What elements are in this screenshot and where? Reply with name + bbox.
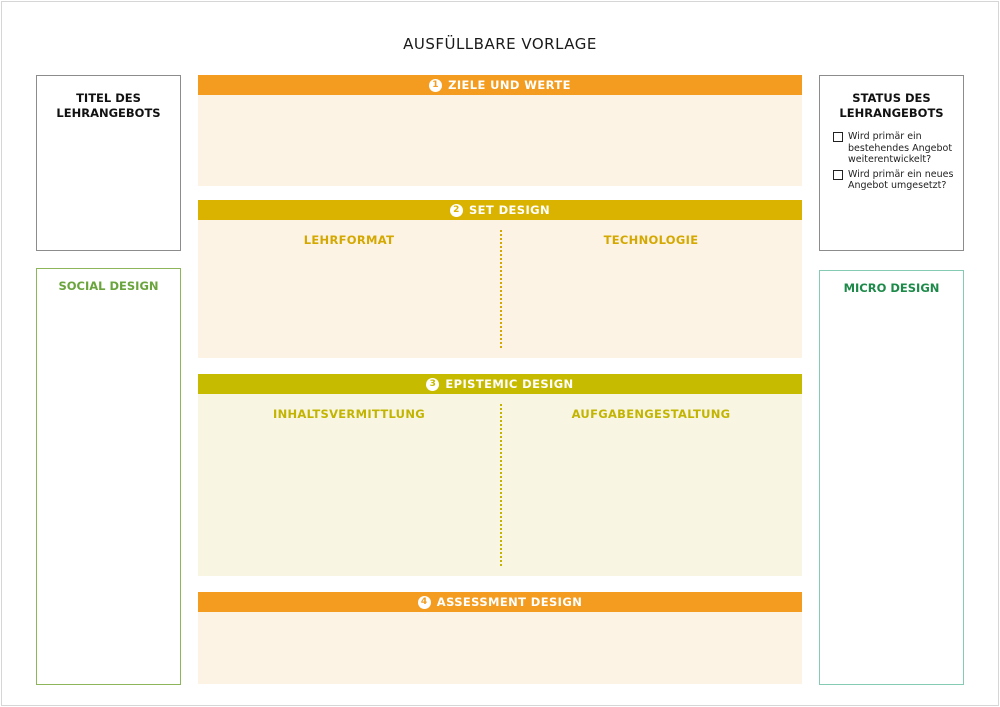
- section-title: ZIELE UND WERTE: [448, 78, 571, 92]
- number-badge-1: 1: [429, 78, 443, 92]
- status-options: Wird primär ein bestehendes Angebot weit…: [820, 131, 963, 192]
- section-header: 1 ZIELE UND WERTE: [198, 75, 802, 95]
- column-label-lehrformat: LEHRFORMAT: [303, 233, 395, 247]
- section-title: EPISTEMIC DESIGN: [445, 377, 574, 391]
- status-option-existing[interactable]: Wird primär ein bestehendes Angebot weit…: [833, 131, 957, 166]
- social-design-heading: SOCIAL DESIGN: [58, 279, 159, 293]
- section-title: ASSESSMENT DESIGN: [436, 595, 583, 609]
- section-body-set-design[interactable]: LEHRFORMAT TECHNOLOGIE: [198, 220, 802, 358]
- number-badge-2: 2: [449, 203, 463, 217]
- section-header: 4 ASSESSMENT DESIGN: [198, 592, 802, 612]
- title-box[interactable]: TITEL DES LEHRANGEBOTS: [36, 75, 181, 251]
- checkbox-existing[interactable]: [833, 132, 843, 142]
- micro-design-heading: MICRO DESIGN: [843, 281, 940, 295]
- status-option-existing-label: Wird primär ein bestehendes Angebot weit…: [848, 131, 953, 165]
- dotted-divider: [500, 404, 502, 566]
- number-badge-4: 4: [417, 595, 431, 609]
- column-label-aufgabengestaltung: AUFGABENGESTALTUNG: [571, 407, 731, 421]
- status-option-new-label: Wird primär ein neues Angebot umgesetzt?: [848, 168, 954, 192]
- section-header: 3 EPISTEMIC DESIGN: [198, 374, 802, 394]
- social-design-box[interactable]: SOCIAL DESIGN: [36, 268, 181, 685]
- title-box-heading: TITEL DES LEHRANGEBOTS: [56, 91, 161, 120]
- section-body-ziele[interactable]: [198, 95, 802, 186]
- section-assessment-design: 4 ASSESSMENT DESIGN: [198, 592, 802, 684]
- section-ziele-und-werte: 1 ZIELE UND WERTE: [198, 75, 802, 186]
- status-option-new[interactable]: Wird primär ein neues Angebot umgesetzt?: [833, 169, 957, 192]
- section-header: 2 SET DESIGN: [198, 200, 802, 220]
- column-label-inhaltsvermittlung: INHALTSVERMITTLUNG: [273, 407, 425, 421]
- column-label-technologie: TECHNOLOGIE: [603, 233, 699, 247]
- section-title: SET DESIGN: [468, 203, 550, 217]
- checkbox-new[interactable]: [833, 169, 843, 180]
- micro-design-box[interactable]: MICRO DESIGN: [819, 270, 964, 685]
- section-set-design: 2 SET DESIGN LEHRFORMAT TECHNOLOGIE: [198, 200, 802, 358]
- status-box: STATUS DES LEHRANGEBOTS Wird primär ein …: [819, 75, 964, 251]
- number-badge-3: 3: [426, 377, 440, 391]
- section-epistemic-design: 3 EPISTEMIC DESIGN INHALTSVERMITTLUNG AU…: [198, 374, 802, 576]
- page-title: AUSFÜLLBARE VORLAGE: [403, 35, 597, 53]
- dotted-divider: [500, 230, 502, 348]
- section-body-epistemic-design[interactable]: INHALTSVERMITTLUNG AUFGABENGESTALTUNG: [198, 394, 802, 576]
- status-box-heading: STATUS DES LEHRANGEBOTS: [839, 91, 944, 120]
- section-body-assessment[interactable]: [198, 612, 802, 684]
